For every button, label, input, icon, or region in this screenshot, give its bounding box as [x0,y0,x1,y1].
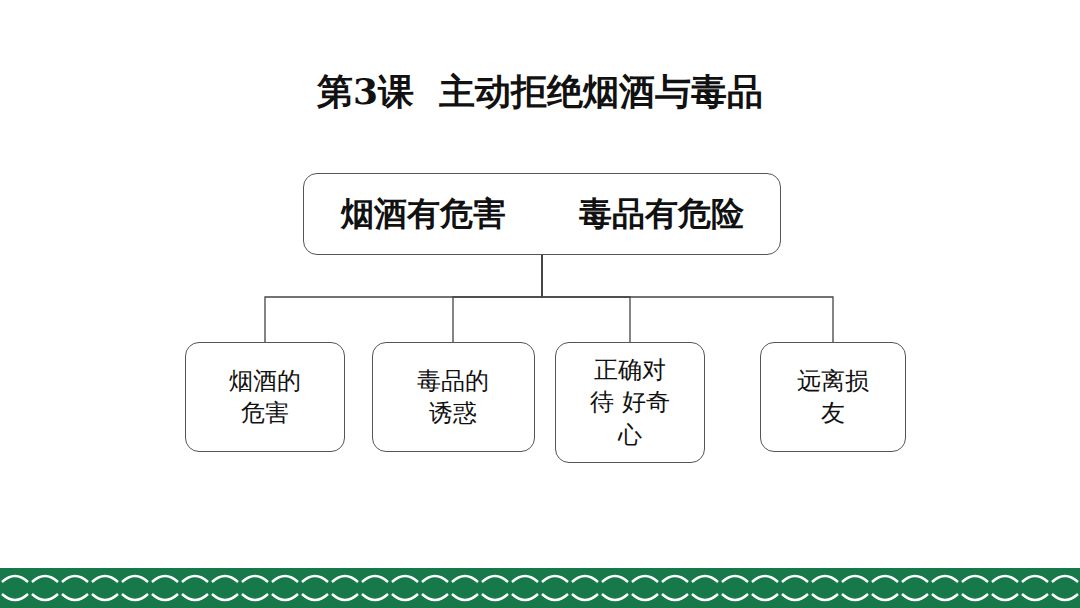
node-text: 远离损友 [790,365,876,430]
node-text: 烟酒的 危害 [222,365,308,430]
tree-connector [265,255,542,342]
node-text: 烟酒有危害 [341,192,506,237]
subtopic-box: 远离损友 [760,342,906,452]
node-text: 正确对待 好奇心 [587,354,673,451]
topic-box: 烟酒有危害 毒品有危险 [303,173,781,255]
diagram-title: 第3课 主动拒绝烟酒与毒品 [0,68,1080,117]
node-text: 毒品的 诱惑 [410,365,496,430]
tree-connector [453,255,542,342]
node-text: 毒品有危险 [579,192,744,237]
subtopic-box: 烟酒的 危害 [185,342,345,452]
decor-band [0,568,1080,608]
tree-connector [542,255,833,342]
tree-connector [542,255,630,342]
subtopic-box: 毒品的 诱惑 [372,342,535,452]
subtopic-box: 正确对待 好奇心 [555,342,705,463]
